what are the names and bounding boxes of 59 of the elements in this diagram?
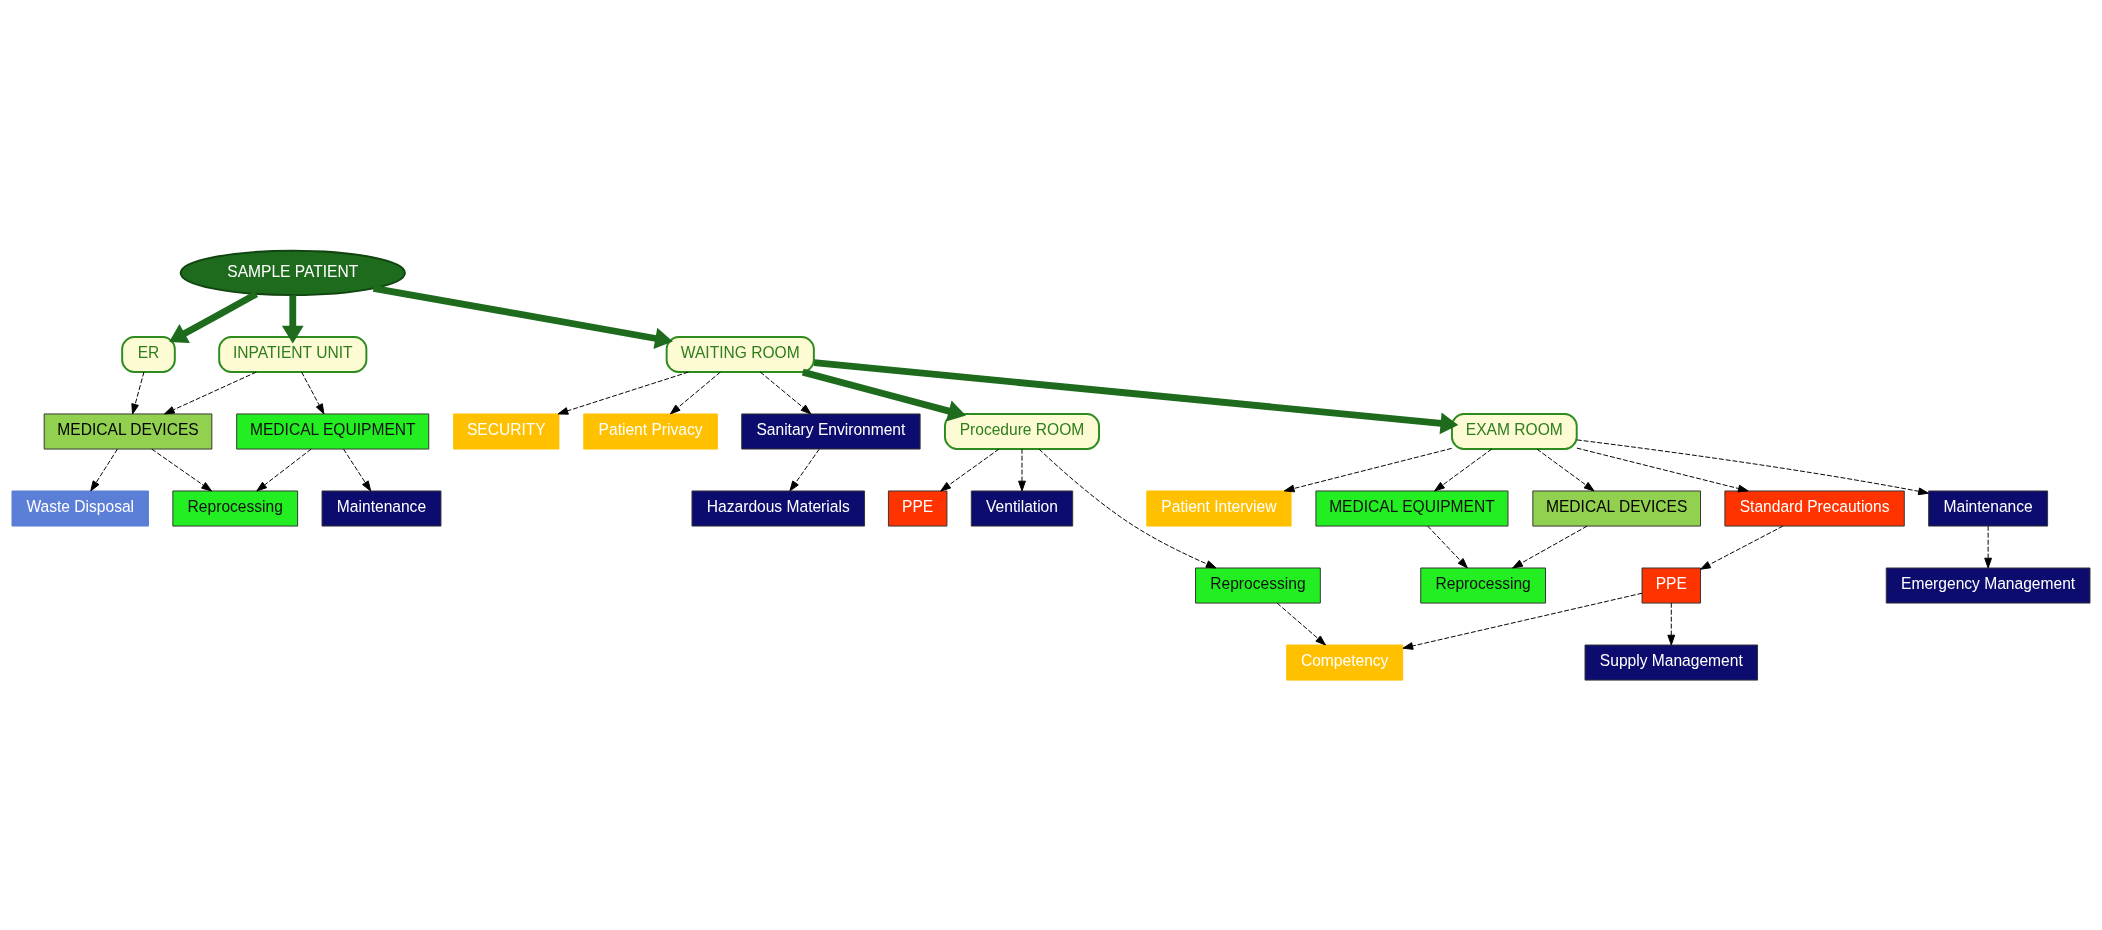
node-box: EXAM ROOM (1450, 412, 1578, 450)
node-box: PPE (1641, 567, 1701, 604)
arrow (281, 294, 304, 343)
node-box: MEDICAL EQUIPMENT (1315, 490, 1509, 527)
arrow (1667, 602, 1676, 645)
arrow (1512, 525, 1588, 568)
node-box: MEDICAL DEVICES (43, 412, 213, 450)
arrow (1700, 525, 1784, 570)
arrow (164, 371, 257, 414)
arrow (372, 284, 673, 349)
arrow (169, 290, 258, 343)
arrow (1018, 448, 1026, 491)
node-box: INPATIENT UNIT (218, 335, 368, 373)
node-box: ER (121, 335, 176, 373)
arrow (256, 448, 312, 491)
node-box: Emergency Management (1885, 567, 2091, 604)
node-box: Procedure ROOM (944, 412, 1100, 450)
arrow (1402, 592, 1643, 650)
node-box: SECURITY (453, 412, 560, 450)
arrow (1984, 525, 1993, 568)
arrow (801, 368, 966, 422)
node-box: PPE (887, 490, 948, 527)
arrow (1536, 448, 1595, 491)
node-box: Sanitary Environment (741, 412, 921, 450)
arrow (557, 371, 689, 415)
arrow (1427, 525, 1468, 568)
arrow (1576, 447, 1749, 492)
arrow (131, 371, 145, 414)
arrow (1038, 448, 1217, 568)
node-box: Waste Disposal (11, 490, 149, 527)
arrow (1434, 448, 1493, 491)
node-box: Maintenance (321, 490, 442, 527)
node-box: Patient Privacy (583, 412, 718, 450)
node-box: Hazardous Materials (691, 490, 866, 527)
arrow (669, 371, 721, 414)
node-box: Ventilation (970, 490, 1074, 527)
node-box: MEDICAL DEVICES (1532, 490, 1701, 527)
arrow (343, 448, 372, 491)
node-box: Standard Precautions (1724, 490, 1905, 527)
arrow (813, 358, 1459, 434)
node-box: Maintenance (1928, 490, 2049, 527)
arrow (301, 371, 325, 414)
node-box: Reprocessing (1195, 567, 1321, 604)
arrow (759, 371, 812, 414)
node-box: MEDICAL EQUIPMENT (236, 412, 430, 450)
arrow (1283, 447, 1453, 492)
arrow (1276, 602, 1326, 645)
arrow (90, 448, 118, 491)
node-box: WAITING ROOM (665, 335, 815, 373)
node-box: Supply Management (1584, 644, 1759, 681)
node-box: Reprocessing (172, 490, 299, 527)
arrow (940, 448, 1000, 491)
node-ellipse: SAMPLE PATIENT (179, 249, 406, 296)
node-box: Competency (1286, 644, 1404, 681)
arrow (1576, 438, 1929, 495)
arrow (789, 448, 820, 491)
arrow (151, 448, 212, 491)
node-box: Patient Interview (1146, 490, 1292, 527)
node-box: Reprocessing (1420, 567, 1546, 604)
